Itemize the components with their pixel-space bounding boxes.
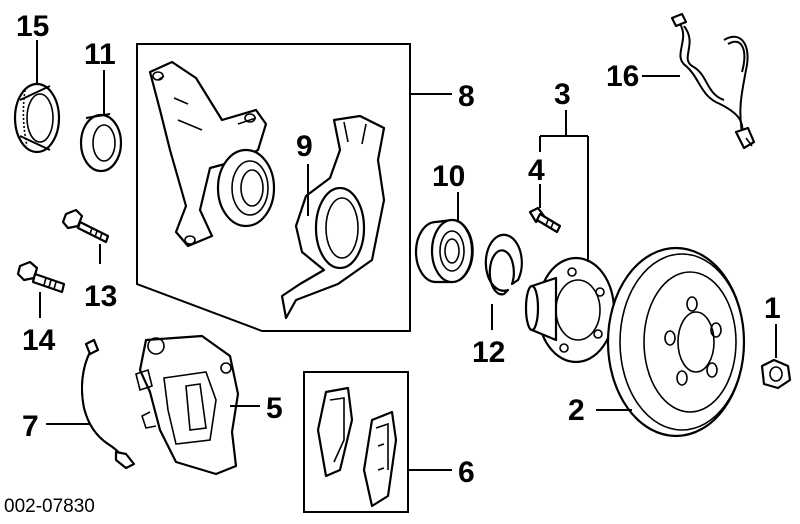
part-10-bearing [414,218,474,284]
part-1-lug-nut [760,358,792,390]
part-9-dust-shield [280,114,386,320]
callout-3: 3 [554,78,571,111]
part-13-bolt [61,208,110,244]
part-15-tone-ring [13,82,61,154]
callout-4: 4 [528,154,545,187]
callout-8: 8 [458,80,475,113]
part-3-hub [524,256,616,364]
part-14-bolt [16,260,66,294]
callout-14: 14 [22,324,56,357]
part-11-seal [79,113,123,173]
leader-3 [539,110,589,262]
callout-13: 13 [84,280,117,313]
part-6-brake-pads [303,371,409,513]
callout-9: 9 [296,130,313,163]
callout-6: 6 [458,456,475,489]
callout-11: 11 [84,38,116,71]
part-2-brake-rotor [606,246,746,438]
part-16-abs-sensor [670,12,756,150]
callout-7: 7 [22,410,39,443]
callout-2: 2 [568,394,585,427]
part-8-group-frame [136,43,452,332]
callout-10: 10 [432,160,465,193]
part-7-brake-hose [81,338,136,470]
callout-5: 5 [266,392,283,425]
callout-16: 16 [606,60,639,93]
part-knuckle [148,60,276,248]
diagram-code: 002-07830 [4,496,95,517]
callout-15: 15 [16,10,49,43]
callout-1: 1 [764,292,781,325]
part-5-brake-caliper [135,334,240,476]
part-12-snap-ring [484,233,523,296]
callout-12: 12 [472,336,505,369]
part-4-wheel-stud [528,206,562,234]
